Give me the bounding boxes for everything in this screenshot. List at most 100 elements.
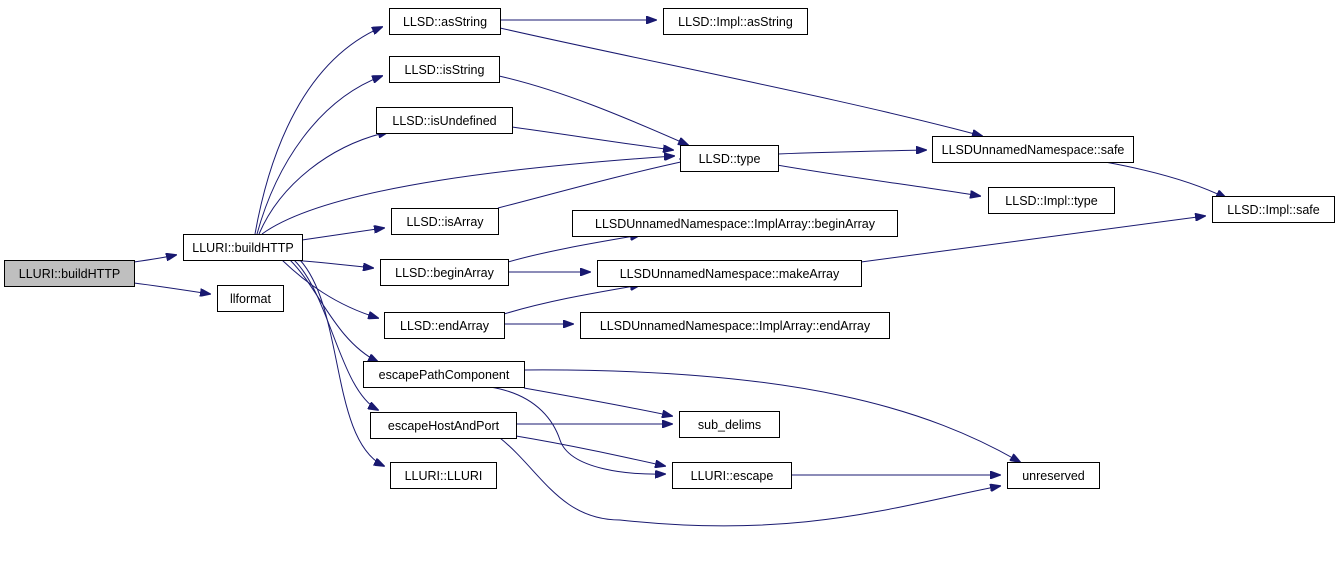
edge-endArray-to-makeArray — [503, 285, 640, 315]
node-is-string[interactable]: LLSD::isString — [389, 56, 500, 83]
edge-isUndefined-to-type — [511, 126, 673, 150]
edge-line — [511, 126, 673, 150]
node-box — [580, 312, 890, 339]
node-box — [389, 56, 500, 83]
node-impl-array-end[interactable]: LLSDUnnamedNamespace::ImplArray::endArra… — [580, 312, 890, 339]
node-box — [389, 8, 501, 35]
edge-asString-to-safe — [499, 27, 982, 136]
node-box — [390, 462, 497, 489]
edge-line — [523, 369, 1020, 462]
edge-escapePath-to-subDelims — [523, 387, 672, 416]
node-box — [380, 259, 509, 286]
node-begin-array[interactable]: LLSD::beginArray — [380, 259, 509, 286]
node-box — [1212, 196, 1335, 223]
edge-escapeHost-to-unreserved — [499, 437, 1000, 527]
node-label: LLSDUnnamedNamespace::makeArray — [620, 267, 840, 281]
edge-buildHTTP-to-isString — [256, 76, 382, 235]
node-box — [1007, 462, 1100, 489]
edge-line — [1104, 161, 1226, 198]
node-impl-safe[interactable]: LLSD::Impl::safe — [1212, 196, 1335, 223]
edge-escapeHost-to-llUriEscape — [515, 435, 665, 466]
node-box — [363, 361, 525, 388]
edge-line — [499, 437, 1000, 527]
edge-buildHTTP-to-isArray — [301, 228, 384, 241]
node-label: LLURI::buildHTTP — [19, 267, 120, 281]
node-label: escapePathComponent — [379, 368, 510, 382]
edge-buildHTTP-to-isUndefined — [258, 132, 388, 235]
node-label: LLURI::buildHTTP — [192, 241, 293, 255]
node-label: LLURI::escape — [691, 469, 774, 483]
edge-buildHTTP-to-type — [261, 156, 674, 235]
edge-buildHTTP-to-llUriCtor — [299, 259, 384, 466]
node-box — [384, 312, 505, 339]
node-box — [932, 136, 1134, 163]
node-box — [597, 260, 862, 287]
node-label: LLURI::LLURI — [405, 469, 483, 483]
edge-buildHTTP-to-endArray — [281, 259, 378, 318]
node-label: LLSD::type — [699, 152, 761, 166]
edge-line — [489, 386, 665, 474]
edge-buildHTTP-to-beginArray — [289, 259, 373, 268]
node-box — [391, 208, 499, 235]
node-box — [988, 187, 1115, 214]
edge-line — [261, 156, 674, 235]
edge-line — [293, 259, 378, 410]
node-safe[interactable]: LLSDUnnamedNamespace::safe — [932, 136, 1134, 163]
node-sub-delims[interactable]: sub_delims — [679, 411, 780, 438]
node-label: LLSD::Impl::asString — [678, 15, 793, 29]
node-is-array[interactable]: LLSD::isArray — [391, 208, 499, 235]
edge-beginArray-to-implArrayBegin — [507, 235, 640, 263]
node-label: LLSD::asString — [403, 15, 487, 29]
node-box — [672, 462, 792, 489]
node-impl-type[interactable]: LLSD::Impl::type — [988, 187, 1115, 214]
node-end-array[interactable]: LLSD::endArray — [384, 312, 505, 339]
node-label: LLSD::endArray — [400, 319, 490, 333]
node-is-undefined[interactable]: LLSD::isUndefined — [376, 107, 513, 134]
edge-line — [503, 285, 640, 315]
edge-line — [507, 235, 640, 263]
edge-buildHTTP-to-escapeHost — [293, 259, 378, 410]
edge-line — [289, 259, 378, 362]
node-label: sub_delims — [698, 418, 761, 432]
node-unreserved[interactable]: unreserved — [1007, 462, 1100, 489]
edge-line — [133, 282, 210, 294]
node-make-array[interactable]: LLSDUnnamedNamespace::makeArray — [597, 260, 862, 287]
node-llformat[interactable]: llformat — [217, 285, 284, 312]
node-label: LLSDUnnamedNamespace::ImplArray::endArra… — [600, 319, 871, 333]
edge-escapePath-to-llUriEscape — [489, 386, 665, 474]
node-escape-path[interactable]: escapePathComponent — [363, 361, 525, 388]
edge-buildHTTP-to-asString — [254, 27, 382, 235]
node-label: LLSD::isString — [405, 63, 485, 77]
edge-line — [289, 259, 373, 268]
edge-makeArray-to-implSafe — [860, 216, 1205, 263]
node-box — [663, 8, 808, 35]
edge-isString-to-type — [498, 75, 688, 145]
node-ll-uri-escape[interactable]: LLURI::escape — [672, 462, 792, 489]
node-type[interactable]: LLSD::type — [680, 145, 779, 172]
edge-escapePath-to-unreserved — [523, 369, 1020, 462]
node-escape-host[interactable]: escapeHostAndPort — [370, 412, 517, 439]
edge-line — [498, 75, 688, 145]
node-label: LLSDUnnamedNamespace::safe — [942, 143, 1125, 157]
node-box — [370, 412, 517, 439]
edge-line — [281, 259, 378, 318]
node-root: LLURI::buildHTTP — [4, 260, 135, 287]
node-box — [217, 285, 284, 312]
node-impl-as-string[interactable]: LLSD::Impl::asString — [663, 8, 808, 35]
edge-line — [133, 255, 176, 263]
node-label: escapeHostAndPort — [388, 419, 500, 433]
node-impl-array-begin[interactable]: LLSDUnnamedNamespace::ImplArray::beginAr… — [572, 210, 898, 237]
edge-root-to-buildHTTP — [133, 255, 176, 263]
node-box — [4, 260, 135, 287]
node-ll-uri-ctor[interactable]: LLURI::LLURI — [390, 462, 497, 489]
node-label: LLSD::Impl::type — [1005, 194, 1097, 208]
node-box — [679, 411, 780, 438]
node-box — [183, 234, 303, 261]
node-label: llformat — [230, 292, 272, 306]
node-build-http[interactable]: LLURI::buildHTTP — [183, 234, 303, 261]
edge-type-to-implType — [759, 161, 980, 196]
node-label: unreserved — [1022, 469, 1085, 483]
edge-root-to-llformat — [133, 282, 210, 294]
node-as-string[interactable]: LLSD::asString — [389, 8, 501, 35]
